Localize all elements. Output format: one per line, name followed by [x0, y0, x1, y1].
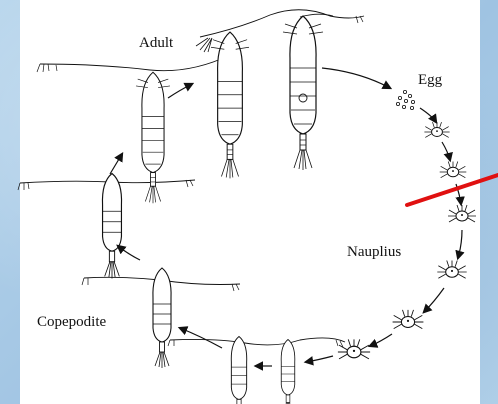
- label-egg: Egg: [418, 72, 443, 88]
- nauplius-4: [437, 260, 466, 278]
- adult-head-tuft: [196, 38, 212, 52]
- label-nauplius: Nauplius: [347, 244, 401, 260]
- nauplius-1: [424, 122, 449, 137]
- copepodite-labelled: [153, 268, 171, 368]
- label-adult: Adult: [139, 35, 174, 51]
- adult-copepod-left: [211, 32, 249, 178]
- copepodite-bottom-1: [231, 337, 246, 404]
- copepodite-bottom-2: [281, 340, 295, 404]
- nauplius-6: [338, 339, 370, 359]
- adult-copepod-right: [283, 16, 323, 170]
- nauplius-2: [440, 162, 467, 178]
- nauplius-3: [448, 205, 476, 222]
- nauplius-5: [393, 310, 424, 329]
- red-marker-line: [407, 175, 498, 205]
- preadult-copepod: [136, 72, 170, 203]
- egg-cluster: [396, 90, 414, 109]
- copepodite-large: [102, 174, 121, 279]
- label-copepodite: Copepodite: [37, 314, 106, 330]
